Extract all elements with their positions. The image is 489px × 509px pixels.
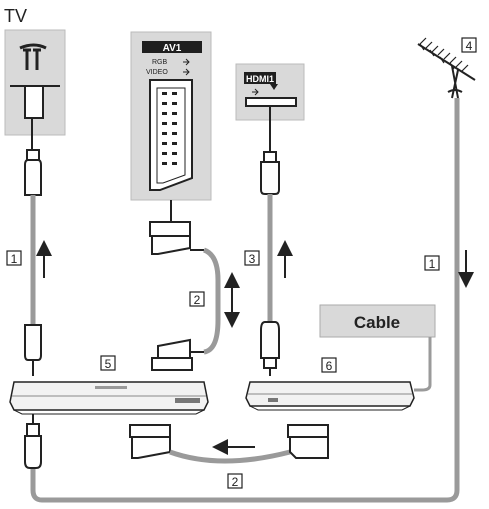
aerial-antenna-icon xyxy=(417,37,476,99)
callout-6-cable xyxy=(321,357,337,373)
scart-plug-icon xyxy=(289,436,329,459)
scart-plug-icon xyxy=(151,235,191,255)
callout-2-mid-label: 2 xyxy=(194,293,201,307)
rf-plug-icon xyxy=(24,414,42,469)
scart-socket-icon xyxy=(149,79,193,191)
recorder-device-icon xyxy=(9,381,209,415)
scart-plug-icon xyxy=(131,436,171,459)
hdmi-plug-icon xyxy=(263,151,277,163)
callout-2-mid xyxy=(189,291,205,307)
aerial-socket-icon xyxy=(19,43,47,70)
callout-2-bottom xyxy=(227,473,243,489)
aerial-socket-panel xyxy=(4,29,66,136)
scart-cable-av1 xyxy=(149,200,221,371)
callout-4-aerial-label: 4 xyxy=(466,39,473,53)
callout-6-cable-label: 6 xyxy=(326,359,333,373)
callout-5-recorder xyxy=(100,355,116,371)
cable-label-box: Cable xyxy=(319,304,436,338)
cable-box-device-icon xyxy=(245,381,415,411)
callout-1-right-label: 1 xyxy=(429,257,436,271)
callout-4-aerial xyxy=(461,37,477,53)
scart-cable-bottom xyxy=(129,424,329,464)
callout-1-right xyxy=(424,255,440,271)
callout-1-left-label: 1 xyxy=(11,252,18,266)
video-label: VIDEO xyxy=(146,69,168,76)
callout-2-bottom-label: 2 xyxy=(232,475,239,489)
tv-title: TV xyxy=(4,6,27,26)
av1-label: AV1 xyxy=(163,43,182,54)
callout-1-left xyxy=(6,250,22,266)
callout-5-recorder-label: 5 xyxy=(105,357,112,371)
callout-3-hdmi-label: 3 xyxy=(249,252,256,266)
rf-plug-icon xyxy=(24,324,42,361)
av1-panel: AV1 RGB VIDEO xyxy=(130,31,212,201)
input-arrow-icon xyxy=(252,88,259,96)
callout-3-hdmi xyxy=(244,250,260,266)
aerial-cable xyxy=(30,98,460,503)
rgb-label: RGB xyxy=(152,59,168,66)
cable-label: Cable xyxy=(354,313,400,332)
hdmi-cable xyxy=(260,106,280,376)
hdmi1-label: HDMI1 xyxy=(246,74,274,84)
input-arrow-icon xyxy=(183,58,190,76)
rf-cable-left xyxy=(24,118,42,376)
hdmi-plug-icon xyxy=(260,321,280,359)
